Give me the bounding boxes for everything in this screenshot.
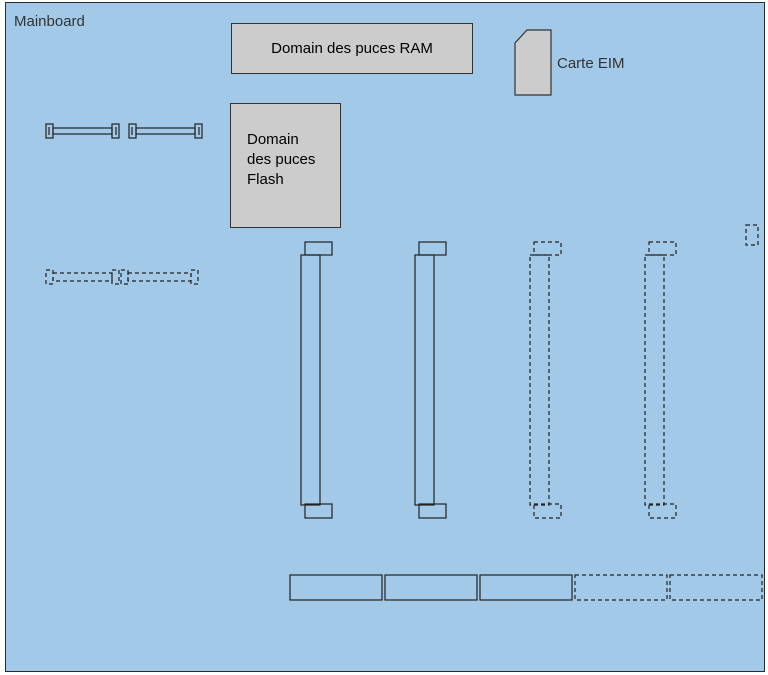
ram-chips-zone: Domain des puces RAM — [231, 23, 473, 74]
ram-zone-label: Domain des puces RAM — [271, 40, 433, 57]
vertical-slot-2 — [414, 241, 447, 519]
eim-card-shape — [514, 29, 552, 96]
mainboard: Mainboard Domain des puces RAM Domain de… — [5, 2, 765, 672]
horizontal-connector-1 — [45, 123, 120, 139]
bottom-slots — [289, 574, 763, 601]
connectors-layer — [45, 123, 763, 601]
eim-card-label: Carte EIM — [557, 55, 625, 72]
flash-zone-label: Domain des puces Flash — [247, 131, 316, 188]
optional-vertical-slots — [529, 224, 759, 519]
optional-horizontal-connectors — [45, 269, 199, 285]
flash-chips-zone: Domain des puces Flash — [230, 103, 341, 228]
vertical-slot-1 — [300, 241, 333, 519]
horizontal-connector-2 — [128, 123, 203, 139]
board-title: Mainboard — [14, 13, 85, 30]
